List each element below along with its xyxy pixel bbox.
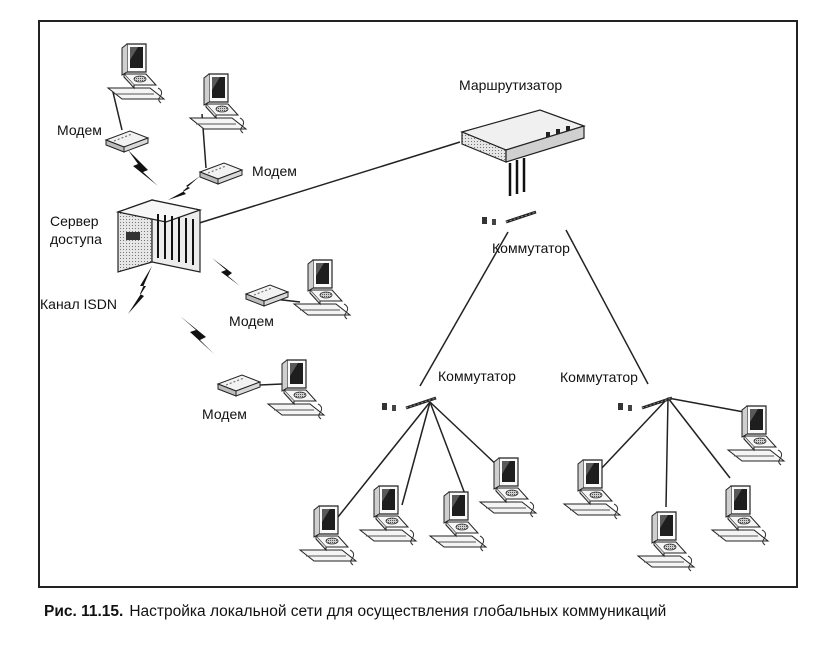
computer-icon bbox=[429, 491, 487, 552]
computer-icon bbox=[563, 459, 621, 520]
computer-icon bbox=[479, 457, 537, 518]
computer-icon bbox=[359, 485, 417, 546]
modem-label: Модем bbox=[202, 406, 247, 422]
computer-icon bbox=[189, 73, 247, 134]
modem-label: Модем bbox=[57, 122, 102, 138]
left-switch-label: Коммутатор bbox=[438, 368, 516, 384]
main-switch-label: Коммутатор bbox=[492, 240, 570, 256]
connection-lines bbox=[111, 87, 745, 523]
isdn-channel-label: Канал ISDN bbox=[40, 296, 117, 312]
link-switch-right bbox=[565, 229, 649, 385]
computer-icon bbox=[637, 511, 695, 572]
modem-icon bbox=[245, 284, 289, 307]
access-server-label: Сервер доступа bbox=[50, 213, 102, 247]
router-label: Маршрутизатор bbox=[459, 77, 563, 93]
modem-label: Модем bbox=[229, 313, 274, 329]
right-switch-label: Коммутатор bbox=[560, 369, 638, 385]
modem-label: Модем bbox=[252, 163, 297, 179]
computer-icon bbox=[293, 259, 351, 320]
router-icon bbox=[460, 109, 586, 196]
access-server-icon bbox=[115, 199, 203, 273]
computer-icon bbox=[107, 43, 165, 104]
main-switch-icon bbox=[480, 210, 538, 227]
right-switch-icon bbox=[616, 396, 674, 413]
figure-caption: Рис. 11.15. Настройка локальной сети для … bbox=[44, 603, 666, 621]
computer-icon bbox=[299, 505, 357, 566]
lightning-links bbox=[128, 150, 240, 354]
modem-icon bbox=[217, 374, 261, 397]
figure-caption-text: Настройка локальной сети для осуществлен… bbox=[129, 603, 667, 620]
figure-frame bbox=[38, 20, 798, 588]
link-switch-left bbox=[419, 231, 509, 387]
link-server-router bbox=[195, 141, 461, 225]
computer-icon bbox=[727, 405, 785, 466]
modem-icon bbox=[105, 130, 149, 153]
computer-icon bbox=[711, 485, 769, 546]
computer-icon bbox=[267, 359, 325, 420]
figure-number: Рис. 11.15. bbox=[44, 603, 124, 620]
